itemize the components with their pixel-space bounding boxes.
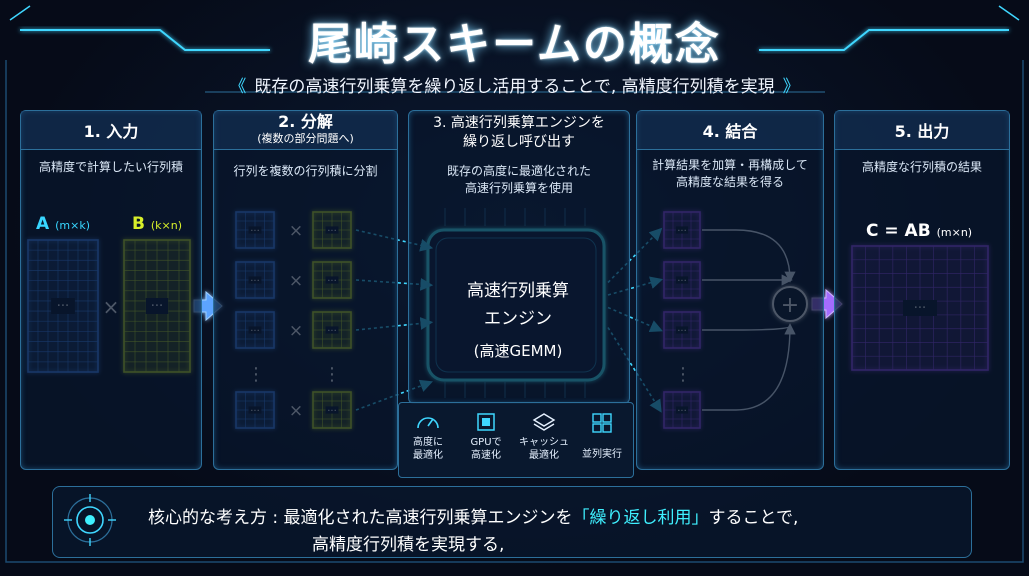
arrow-to-result-4 [607,327,662,413]
panel-decompose-desc: 行列を複数の行列積に分割 [233,164,378,178]
key-idea-line2: 高精度行列積を実現する, [312,535,505,555]
engine-title: 高速行列乗算 [467,281,569,301]
panel-output-desc: 高精度な行列積の結果 [861,160,982,174]
panel-engine-desc-line1: 既存の高度に最適化された [446,164,591,178]
key-idea-box [52,486,972,558]
feature-parallel-line1: 並列実行 [582,449,622,460]
panel-engine-head: 3. 高速行列乗算エンジンを 繰り返し呼び出す [409,111,629,155]
key-idea-line1: 核心的な考え方 : 最適化された高速行列乗算エンジンを「繰り返し利用」することで… [148,503,798,528]
panel-combine-title: 4. 結合 [637,111,823,150]
matrix-a-label: A (m×k) [36,214,90,234]
subtitle-left-deco: 《 [229,77,247,97]
feature-cache: キャッシュ 最適化 [515,436,573,462]
matrix-c-dims: (m×n) [936,226,973,239]
feature-gpu-line1: GPUで [470,437,502,448]
feature-optimized: 高度に 最適化 [399,436,457,462]
panel-engine-desc: 既存の高度に最適化された 高速行列乗算を使用 [415,163,623,197]
panel-engine-desc-line2: 高速行列乗算を使用 [464,181,573,195]
panel-decompose-subtitle: (複数の部分問題へ) [257,132,354,145]
panel-input-desc: 高精度で計算したい行列積 [38,160,183,174]
engine-subtitle: エンジン [484,309,552,329]
panel-output-title: 5. 出力 [835,111,1009,150]
panel-input-title: 1. 入力 [21,111,201,150]
matrix-c-label: C = AB (m×n) [866,221,972,241]
feature-gpu: GPUで 高速化 [457,436,515,462]
panel-combine-desc-line1: 計算結果を加算・再構成して [652,158,808,172]
panel-output: 5. 出力 高精度な行列積の結果 [834,110,1010,470]
key-idea-highlight: 「繰り返し利用」 [572,508,709,528]
panel-decompose: 2. 分解 (複数の部分問題へ) 行列を複数の行列積に分割 [213,110,398,470]
panel-decompose-head: 2. 分解 (複数の部分問題へ) [214,111,397,150]
engine-gemm-label: (高速GEMM) [473,342,563,360]
subtitle-right-deco: 》 [782,77,800,97]
feature-cache-line2: 最適化 [529,450,559,461]
matrix-a-name: A [36,214,50,234]
key-idea-suffix: することで, [708,508,799,528]
feature-gpu-line2: 高速化 [471,450,501,461]
page-title: 尾崎スキームの概念 [308,19,721,70]
page-subtitle: 《既存の高速行列乗算を繰り返し活用することで, 高精度行列積を実現》 [0,72,1029,97]
panel-decompose-title: 2. 分解 [278,112,333,131]
feature-optimized-line1: 高度に [413,437,443,448]
panel-combine-desc-line2: 高精度な結果を得る [675,175,784,189]
panel-combine: 4. 結合 計算結果を加算・再構成して 高精度な結果を得る [636,110,824,470]
matrix-c-name: C = AB [866,221,931,241]
matrix-b-label: B (k×n) [132,214,182,234]
matrix-b-dims: (k×n) [150,219,183,232]
panel-combine-desc: 計算結果を加算・再構成して 高精度な結果を得る [643,157,817,191]
subtitle-text: 既存の高速行列乗算を繰り返し活用することで, 高精度行列積を実現 [254,77,775,97]
key-idea-prefix: 核心的な考え方 : 最適化された高速行列乗算エンジンを [148,508,573,528]
matrix-b-name: B [132,214,145,234]
feature-cache-line1: キャッシュ [519,437,569,448]
matrix-a-dims: (m×k) [55,219,90,232]
panel-engine-title-line2: 繰り返し呼び出す [463,134,575,150]
panel-engine: 3. 高速行列乗算エンジンを 繰り返し呼び出す 既存の高度に最適化された 高速行… [408,110,630,404]
panel-input: 1. 入力 高精度で計算したい行列積 [20,110,202,470]
feature-optimized-line2: 最適化 [413,450,443,461]
panel-engine-title-line1: 3. 高速行列乗算エンジンを [433,115,605,131]
feature-parallel: 並列実行 [573,448,631,461]
